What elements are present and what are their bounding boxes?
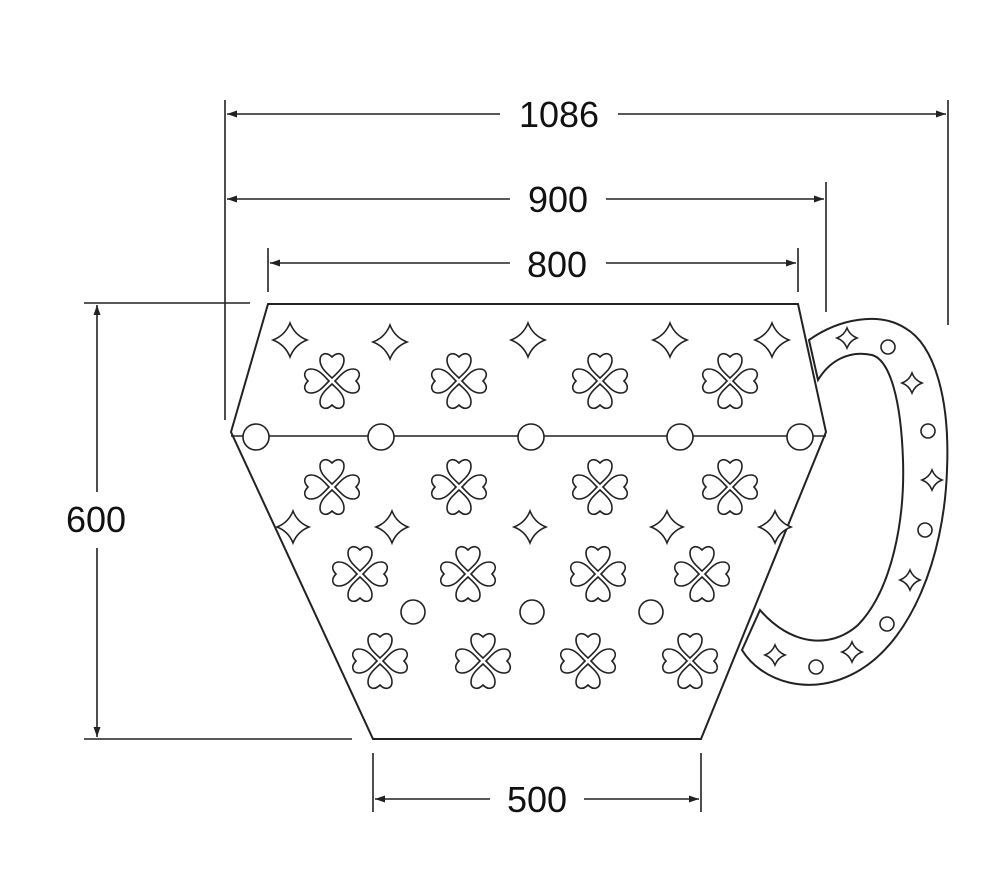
four-point-star-icon [508,320,548,360]
four-point-star-icon [511,508,549,546]
handle-ring [740,317,949,686]
four-point-star-icon [897,567,923,593]
circle-dot-icon [400,599,426,625]
circle-dot-icon [638,599,664,625]
clover-heart-icon [701,458,759,516]
cup-body [229,303,828,740]
dimension-label-600: 600 [66,499,126,540]
clover-heart-icon [430,352,488,410]
circle-dot-icon [920,423,936,439]
clover-heart-icon [430,458,488,516]
clover-heart-icon [303,458,361,516]
four-point-star-icon [370,322,410,362]
four-point-star-icon [834,325,860,351]
circle-dot-icon [517,423,545,451]
clover-heart-icon [673,545,731,603]
dimension-top-width: 800 [267,244,799,292]
four-point-star-icon [919,467,945,493]
dimension-label-500: 500 [507,779,567,820]
circle-dot-icon [786,423,814,451]
clover-heart-icon [661,632,719,690]
clover-heart-icon [701,352,759,410]
clover-heart-icon [351,632,409,690]
four-point-star-icon [899,370,925,396]
four-point-star-icon [752,320,792,360]
body-decorations [242,320,814,690]
four-point-star-icon [762,642,788,668]
clover-heart-icon [454,632,512,690]
clover-heart-icon [331,545,389,603]
circle-dot-icon [808,659,824,675]
dimension-overall-width: 1086 [224,94,949,420]
clover-heart-icon [559,632,617,690]
circle-dot-icon [666,423,694,451]
dimension-body-width: 900 [227,179,827,312]
dimension-label-900: 900 [528,179,588,220]
dimension-bottom-width: 500 [372,753,702,820]
four-point-star-icon [274,508,312,546]
clover-heart-icon [303,352,361,410]
four-point-star-icon [270,320,310,360]
dimension-label-1086: 1086 [519,94,599,135]
cup-handle [740,317,949,686]
circle-dot-icon [917,522,933,538]
four-point-star-icon [756,508,794,546]
clover-heart-icon [569,545,627,603]
dimension-label-800: 800 [527,244,587,285]
clover-heart-icon [571,458,629,516]
four-point-star-icon [648,508,686,546]
circle-dot-icon [242,423,270,451]
circle-dot-icon [519,599,545,625]
circle-dot-icon [879,616,895,632]
dimension-height: 600 [66,302,352,740]
clover-heart-icon [571,352,629,410]
clover-heart-icon [439,545,497,603]
circle-dot-icon [880,339,896,355]
four-point-star-icon [839,639,865,665]
circle-dot-icon [367,423,395,451]
four-point-star-icon [373,508,411,546]
handle-decorations [762,325,945,675]
four-point-star-icon [650,320,690,360]
